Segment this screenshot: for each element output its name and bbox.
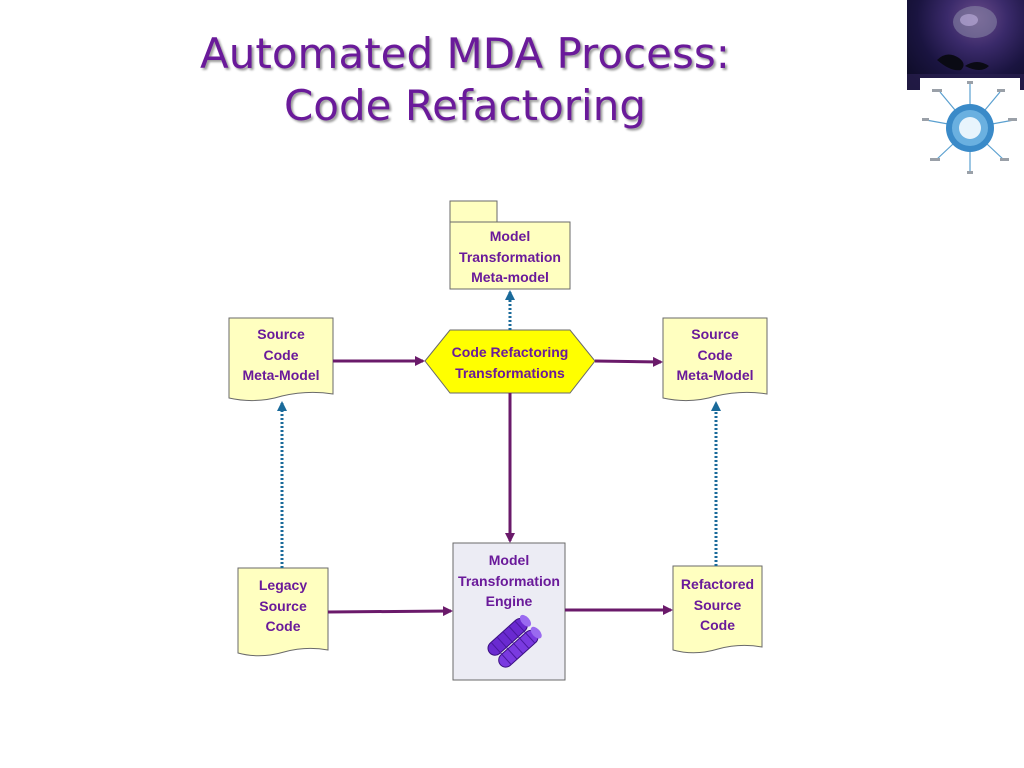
source-metamodel-right-doc [662,317,768,402]
source-metamodel-left-doc [228,317,334,402]
label-line: Model [488,552,530,568]
legacy-source-label: Legacy Source Code [238,575,328,637]
transformation-engine-label: Model Transformation Engine [453,550,565,612]
source-metamodel-left-label: Source Code Meta-Model [229,324,333,386]
label-line: Meta-Model [676,367,754,383]
label-line: Source [691,326,739,342]
label-line: Refactored [680,576,755,592]
label-line: Engine [485,593,533,609]
label-line: Code [265,618,301,634]
refactored-source-label: Refactored Source Code [673,574,762,636]
source-metamodel-right-label: Source Code Meta-Model [663,324,767,386]
transformation-metamodel-package [449,200,571,290]
slide-title-line-2: Code Refactoring [283,81,646,130]
connector-transformations-to-right-metamodel [594,356,663,367]
refactored-source-doc [672,565,763,654]
transformation-metamodel-label: Model Transformation Meta-model [450,226,570,288]
refactoring-transformations-label: Code Refactoring Transformations [440,342,580,383]
label-line: Legacy [258,577,308,593]
label-line: Transformation [459,248,561,265]
label-line: Meta-model [471,269,549,285]
label-line: Code [697,346,733,363]
label-line: Code [700,617,735,633]
label-line: Source [693,596,742,613]
mda-logo-icon [920,78,1020,178]
label-line: Source [257,326,305,342]
gears-icon [487,614,542,668]
slide-title-line-1: Automated MDA Process: [200,29,730,78]
connector-legacy-to-engine [327,606,453,617]
label-line: Source [259,597,307,614]
label-line: Transformation [458,572,560,589]
label-line: Model [489,228,531,244]
label-line: Meta-Model [242,367,320,383]
legacy-source-doc [237,567,329,657]
label-line: Code [263,346,299,363]
slide-title: Automated MDA Process: Code Refactoring [130,28,800,132]
label-line: Transformations [455,364,565,381]
label-line: Code Refactoring [451,344,569,360]
